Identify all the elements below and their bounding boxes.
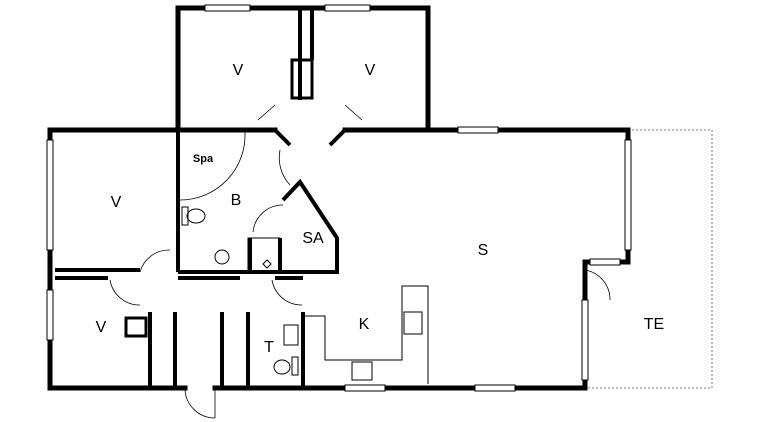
room-label-v-top-left: V — [232, 62, 244, 79]
windows — [46, 4, 632, 392]
room-label-v-top-right: V — [364, 62, 376, 79]
exterior-walls — [47, 5, 631, 391]
room-label-v-bottom-left: V — [95, 319, 107, 336]
interior-walls — [55, 8, 347, 388]
fixtures — [124, 206, 299, 376]
terrace-outline — [588, 129, 713, 389]
door-swings — [109, 104, 611, 419]
room-label-v-left: V — [110, 194, 122, 211]
room-label-b: B — [230, 192, 242, 209]
room-label-k: K — [358, 316, 370, 333]
room-label-spa: Spa — [192, 153, 214, 165]
room-label-t: T — [264, 339, 274, 356]
room-label-te: TE — [643, 316, 665, 333]
room-label-sa: SA — [302, 230, 324, 247]
kitchen-counter — [303, 285, 429, 384]
room-label-s: S — [477, 242, 489, 259]
